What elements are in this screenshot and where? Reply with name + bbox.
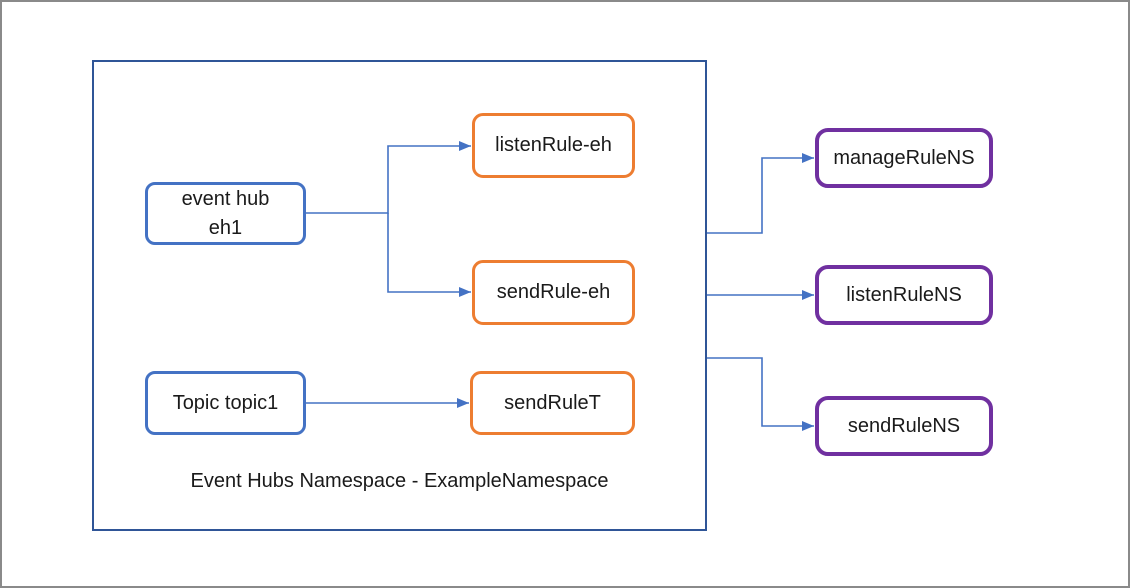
node-topic: Topic topic1	[145, 371, 306, 435]
edge-namespace-to-managerule-ns	[707, 153, 814, 234]
node-manage-rule-ns: manageRuleNS	[815, 128, 993, 188]
node-send-rule-ns: sendRuleNS	[815, 396, 993, 456]
node-send-rule-t-label: sendRuleT	[504, 391, 601, 414]
node-send-rule-eh-label: sendRule-eh	[496, 281, 611, 303]
node-topic-label: Topic topic1	[172, 391, 279, 414]
namespace-label: Event Hubs Namespace - ExampleNamespace	[190, 470, 609, 492]
node-manage-rule-ns-label: manageRuleNS	[833, 146, 975, 169]
node-send-rule-ns-label: sendRuleNS	[847, 414, 961, 437]
node-listen-rule-eh: listenRule-eh	[472, 113, 635, 178]
node-listen-rule-eh-label: listenRule-eh	[495, 134, 612, 156]
node-event-hub: event hub eh1	[145, 182, 306, 245]
edge-namespace-to-sendrule-ns	[707, 357, 814, 431]
node-listen-rule-ns-label: listenRuleNS	[846, 283, 962, 306]
node-send-rule-t: sendRuleT	[470, 371, 635, 435]
node-send-rule-eh: sendRule-eh	[472, 260, 635, 325]
node-listen-rule-ns: listenRuleNS	[815, 265, 993, 325]
namespace-boundary	[92, 60, 707, 531]
node-event-hub-label: event hub eh1	[181, 187, 270, 239]
